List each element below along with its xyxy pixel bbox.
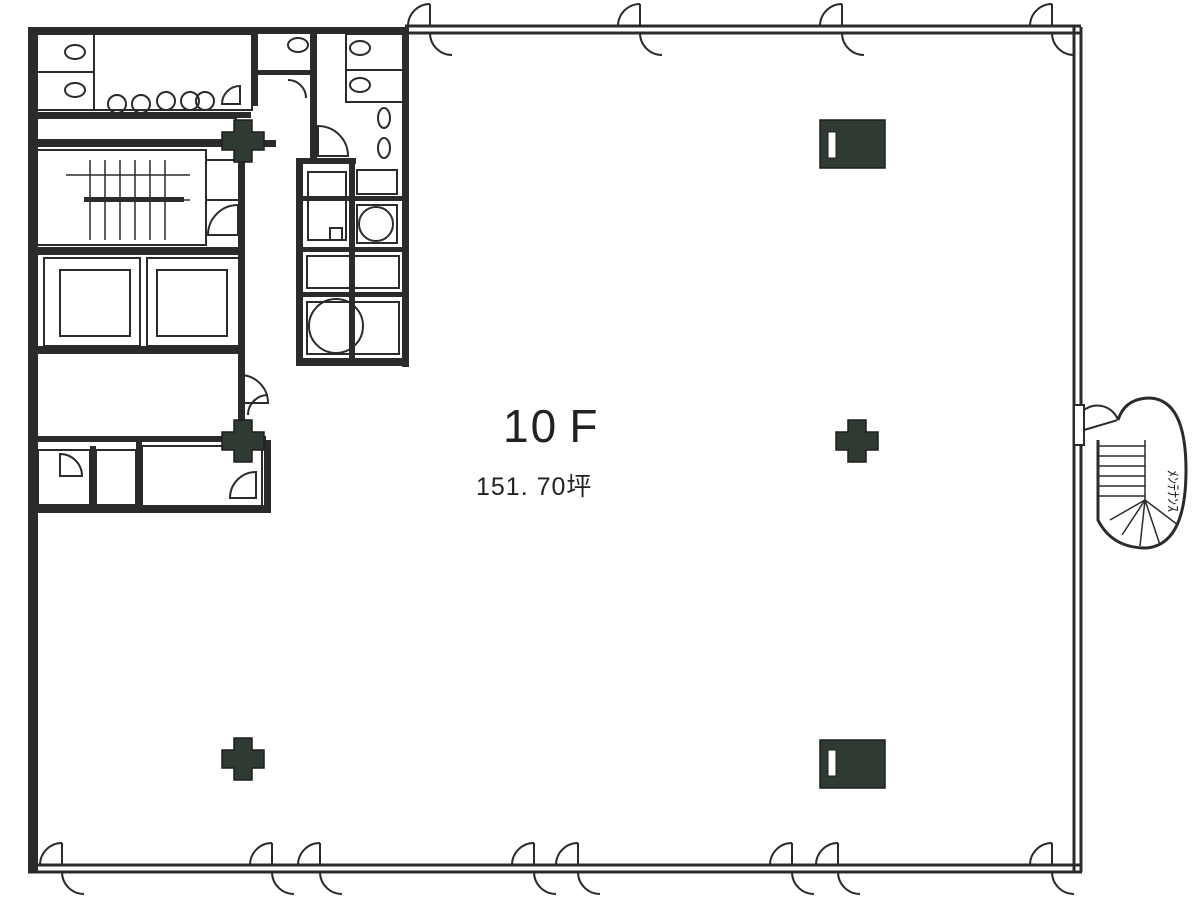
window-swings-top	[407, 3, 1075, 56]
outer-walls	[28, 24, 1083, 874]
window-swings-bottom	[39, 842, 1075, 895]
floor-name: 10 F	[503, 400, 599, 452]
column-cross-mid-right	[835, 419, 879, 463]
columns	[221, 119, 886, 789]
floor-area: 151. 70坪	[476, 473, 592, 501]
spiral-stair: ﾒﾝﾃﾅﾝｽ	[1073, 396, 1188, 550]
core-block	[28, 27, 409, 513]
spiral-stair-label: ﾒﾝﾃﾅﾝｽ	[1165, 470, 1181, 512]
column-cross-bottom-left	[221, 737, 265, 781]
column-cross-core-mid	[221, 419, 265, 463]
column-cross-core-top	[221, 119, 265, 163]
